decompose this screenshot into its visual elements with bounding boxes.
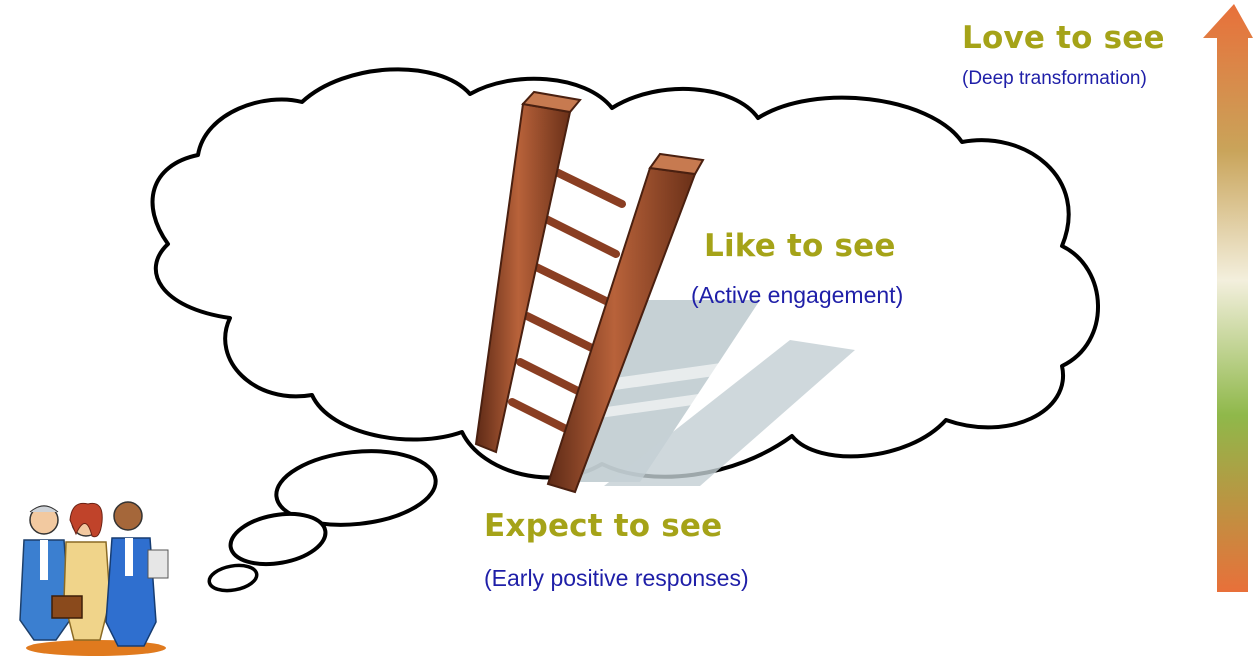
- like-to-see-subtext: (Active engagement): [691, 282, 904, 308]
- like-to-see-heading: Like to see: [704, 228, 896, 264]
- progression-arrow: [1203, 4, 1253, 592]
- expect-to-see-subtext: (Early positive responses): [484, 565, 749, 591]
- ladder-shadow: [566, 300, 855, 486]
- thought-bubble-small: [207, 563, 259, 593]
- business-people-illustration: [19, 501, 169, 656]
- expect-to-see-heading: Expect to see: [484, 508, 723, 544]
- love-to-see-heading: Love to see: [962, 20, 1165, 56]
- love-to-see-subtext: (Deep transformation): [962, 68, 1147, 89]
- ladder-graphic: [474, 90, 705, 494]
- thought-bubble-large: [274, 449, 438, 527]
- thought-bubble-medium: [228, 511, 328, 567]
